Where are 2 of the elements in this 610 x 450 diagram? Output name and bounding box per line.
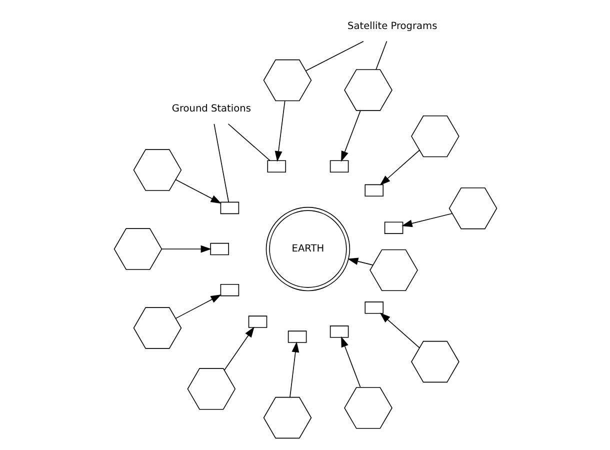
node-text: Ground Stations	[171, 104, 250, 115]
node-text: Satellite Programs	[347, 21, 437, 32]
